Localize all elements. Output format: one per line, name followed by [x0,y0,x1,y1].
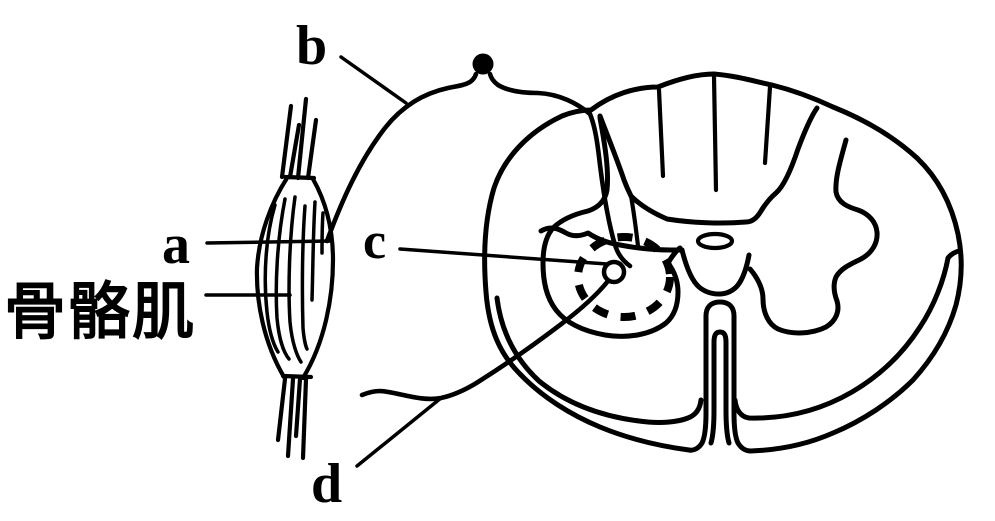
label-a-leader-line [205,239,332,245]
dorsal-root-ganglion-soma [472,53,494,75]
label-d-leader-line [355,396,443,468]
label-c: c [363,213,386,270]
label-c-leader-line [398,247,609,266]
muscle-upper-junction-line [282,174,317,181]
label-a: a [162,214,190,276]
afferent-pathway [324,53,633,269]
synapse-cell-body-circle [601,259,627,285]
ventral-median-fissure-inner-line [708,329,732,446]
label-b: b [296,15,327,77]
spinal-cord-cross-section [482,71,964,454]
label-d: d [311,453,342,515]
label-b-leader-line [339,55,408,105]
dorsal-column-boundary [597,105,820,226]
muscle-lower-tendon [275,373,314,461]
gray-commissure-arch [679,247,752,297]
muscle-upper-tendon [279,96,319,181]
skeletal-muscle-figure [254,96,336,461]
central-canal [695,231,735,251]
spinal-cord-inner-contour-right [732,248,962,421]
muscle-lower-junction-line [280,373,314,380]
gray-matter [538,73,880,339]
dorsal-column-medial-line [628,193,641,249]
muscle-belly-outline-right [300,176,336,381]
afferent-fiber-into-cord [487,71,633,269]
dorsal-column-radial-lines [656,73,773,193]
muscle-belly-outline-left [254,175,290,380]
muscle-striations [263,195,325,364]
afferent-fiber-from-muscle [324,71,479,244]
left-gray-horn [540,115,683,339]
synapse-dashed-circle [574,233,674,321]
label-skeletal-muscle: 骨骼肌 [4,278,196,347]
leader-lines [204,55,609,468]
synapse-area [574,233,674,321]
right-gray-horn [747,137,880,336]
efferent-nerve-fiber [359,278,611,402]
spinal-cord-outer-contour [482,71,964,454]
